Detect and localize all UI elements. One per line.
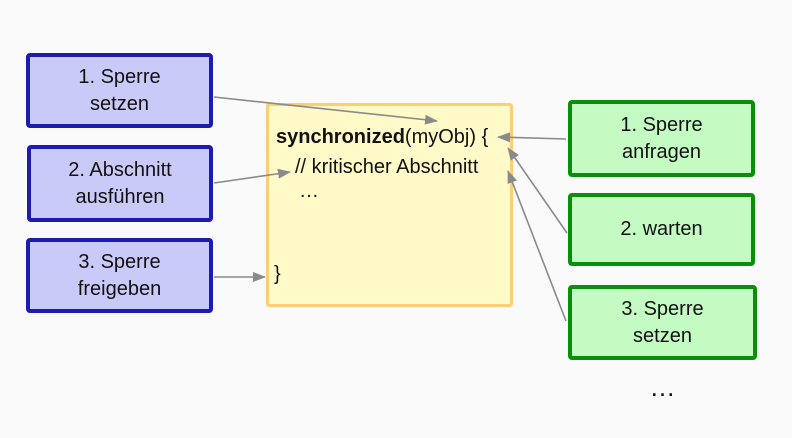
code-keyword: synchronized: [276, 126, 405, 148]
more-steps-ellipsis: …: [649, 372, 676, 402]
code-box: synchronized(myObj) { // kritischer Absc…: [266, 103, 513, 307]
arrow-waiter2-to-code: [507, 147, 568, 234]
code-line-synchronized: synchronized(myObj) {: [276, 124, 488, 150]
waiter-step-2-box: 2. warten: [568, 193, 755, 266]
caller-step-3-box: 3. Sperre freigeben: [26, 238, 213, 313]
code-line-comment: // kritischer Abschnitt: [295, 156, 479, 178]
waiter-step-1-box: 1. Sperre anfragen: [568, 100, 755, 177]
caller-step-2-box: 2. Abschnitt ausführen: [27, 145, 213, 222]
code-signature-rest: (myObj) {: [404, 126, 489, 148]
arrow-waiter3-to-code: [507, 170, 567, 322]
code-line-closing-brace: }: [274, 263, 281, 285]
waiter-step-3-box: 3. Sperre setzen: [568, 285, 757, 360]
caller-step-1-box: 1. Sperre setzen: [26, 53, 213, 128]
code-line-ellipsis: …: [299, 180, 319, 202]
